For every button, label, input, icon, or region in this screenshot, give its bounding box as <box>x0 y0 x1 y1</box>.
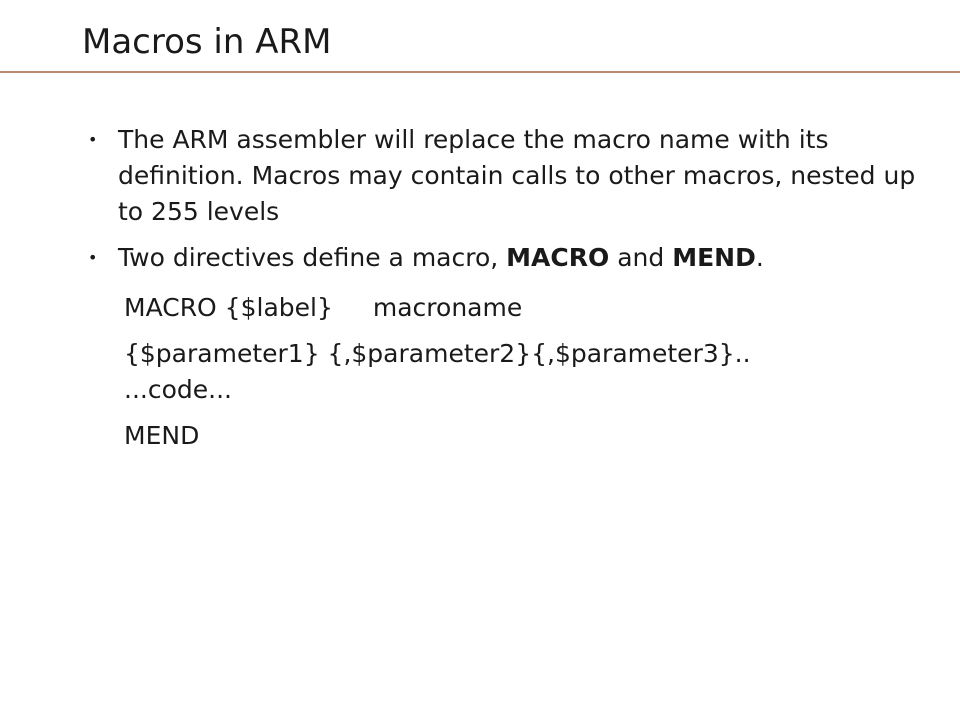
directive-macro: MACRO <box>506 243 610 272</box>
bullet-item: • The ARM assembler will replace the mac… <box>88 122 928 230</box>
syntax-line: ...code... <box>124 375 232 404</box>
syntax-line: MACRO {$label} macroname <box>124 290 924 326</box>
title-divider <box>0 71 960 73</box>
slide-title: Macros in ARM <box>82 22 332 62</box>
directive-mend: MEND <box>672 243 756 272</box>
syntax-macro-label: MACRO {$label} <box>124 293 333 322</box>
syntax-macroname: macroname <box>372 293 523 322</box>
bullet-item: • Two directives define a macro, MACRO a… <box>88 240 928 276</box>
macro-syntax-block: MACRO {$label} macroname {$parameter1} {,… <box>124 290 924 464</box>
syntax-line: MEND <box>124 421 200 450</box>
bullet-list: • The ARM assembler will replace the mac… <box>88 122 928 286</box>
bullet-text: The ARM assembler will replace the macro… <box>118 125 916 226</box>
bullet-text: Two directives define a macro, MACRO and… <box>118 243 764 272</box>
bullet-icon: • <box>88 248 98 267</box>
syntax-line: {$parameter1} {,$parameter2}{,$parameter… <box>124 339 751 368</box>
bullet-text-part: and <box>609 243 673 272</box>
bullet-text-part: . <box>755 243 764 272</box>
bullet-icon: • <box>88 130 98 149</box>
bullet-text-part: Two directives define a macro, <box>118 243 507 272</box>
